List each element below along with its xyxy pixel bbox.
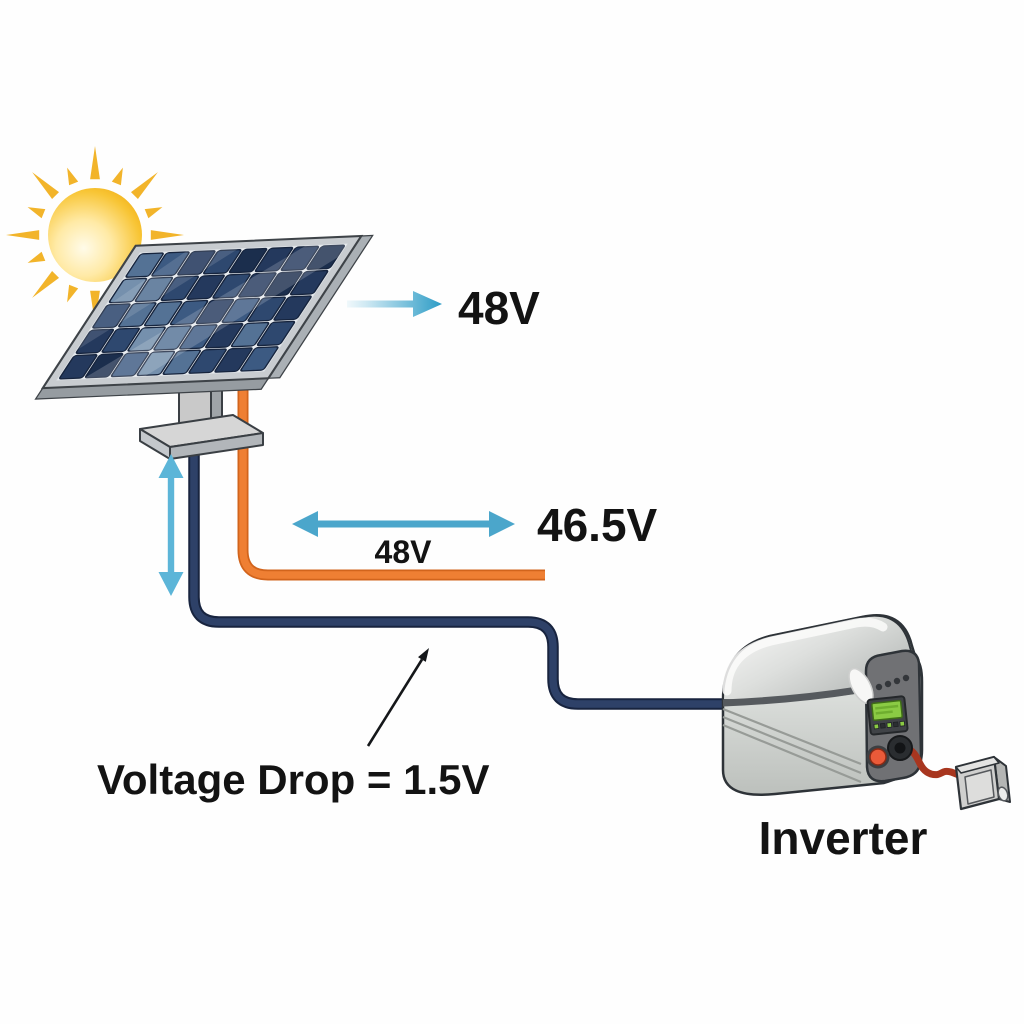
panel-cell [195,298,235,325]
panel-cell [228,247,268,274]
double-vertical-arrow-icon [158,454,184,596]
thin-annotation-arrow-icon [366,648,429,747]
panel-cell [162,349,202,376]
sun-ray [90,146,100,180]
panel-cell [108,277,148,304]
sun-rays [6,146,184,324]
sun-ray [32,172,59,199]
sun-disc [48,188,142,282]
panel-cell [143,300,183,327]
panel-cell [230,321,270,348]
plug-icon [954,755,1011,811]
double-horizontal-arrow-icon [292,511,515,537]
sun-ray [27,251,46,263]
panel-cell [101,327,140,354]
panel-cell [134,276,174,303]
gradient-right-arrow-icon [347,291,442,317]
panel-cell [254,246,294,273]
panel-cell [221,297,261,324]
panel-cell [92,303,131,329]
plug-knob [997,786,1009,802]
power-button [869,748,887,766]
panel-cell [205,322,244,349]
lcd-screen [871,699,903,722]
panel-cells [59,244,345,380]
panel-cell [151,251,190,277]
panel-cell [256,320,296,347]
panel-cell [177,250,216,276]
panel-cell [186,274,225,300]
panel-cell [153,325,192,351]
inverter-input-voltage-label: 46.5V [537,499,658,551]
inverter-label: Inverter [759,812,928,864]
inverter-pinstripes [722,707,862,784]
panel-cell [179,324,218,350]
sun-ray [67,167,79,186]
sun-ray [144,207,163,219]
panel-cell [306,244,345,271]
sun-icon [6,146,184,324]
inverter-top-highlight [722,617,888,696]
sun-ray [27,207,46,219]
positive-wire [237,370,545,581]
panel-cell [203,249,242,275]
panel-voltage-label: 48V [458,282,540,334]
panel-cell [238,272,277,298]
panel-cell [136,350,176,377]
inverter-icon [721,614,1011,811]
lcd-buttons [873,720,906,730]
cable-run-voltage-label: 48V [375,534,433,570]
panel-glass [56,243,348,381]
sun-ray [131,172,158,199]
negative-wire [188,438,727,710]
output-port-hole [894,742,906,754]
inverter-front-stripe [722,686,859,707]
panel-cell [118,302,157,328]
panel-cell [160,275,200,302]
panel-cell [59,354,98,380]
panel-cell [188,348,227,374]
panel-cell [212,273,251,299]
sun-ray [32,271,59,298]
panel-cell [75,328,115,355]
panel-cell [289,269,329,296]
panel-cell [84,352,124,379]
panel-cell [264,271,303,297]
panel-cell [110,351,150,378]
panel-cell [127,326,166,352]
panel-cell [273,295,312,321]
lcd-display [866,695,909,736]
panel-glare [82,243,347,379]
solar-panel-icon [34,234,374,400]
panel-cell [240,346,279,372]
sun-ray [111,167,123,186]
panel-cell [280,245,320,272]
sun-ray [6,230,40,240]
sun-ray [150,230,184,240]
sun-ray [67,284,79,303]
voltage-drop-label: Voltage Drop = 1.5V [97,756,490,803]
output-cable [900,744,968,781]
panel-cell [125,252,164,278]
panel-cell [214,347,253,373]
panel-cell [247,296,286,322]
indicator-dots [875,674,910,691]
panel-cell [169,299,209,326]
